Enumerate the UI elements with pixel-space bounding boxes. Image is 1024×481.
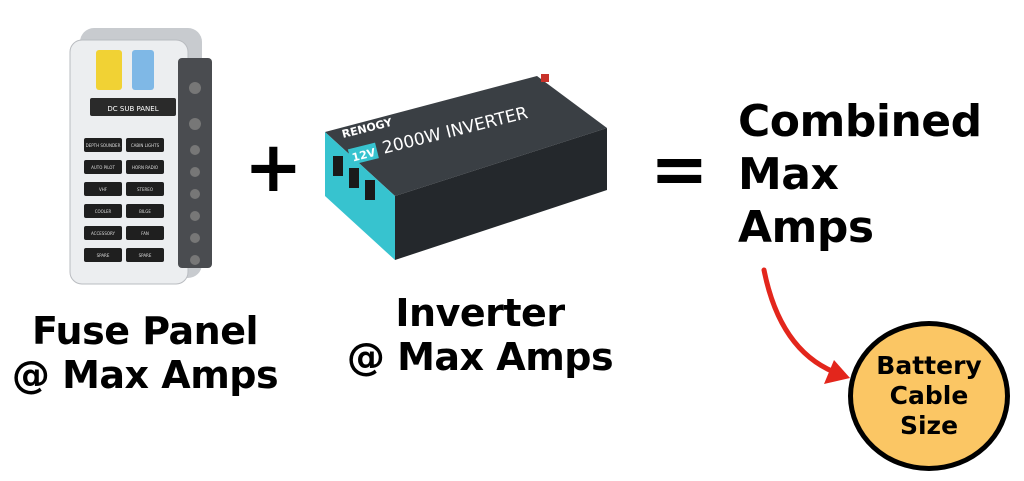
svg-text:BILGE: BILGE	[139, 209, 151, 214]
fuse-slot-1: DEPTH SOUNDER	[84, 138, 122, 152]
combined-max-amps-label: Combined Max Amps	[738, 96, 982, 254]
svg-text:ACCESSORY: ACCESSORY	[91, 231, 116, 236]
svg-text:FAN: FAN	[141, 231, 149, 236]
fuse-slot-10: FAN	[126, 226, 164, 240]
svg-text:AUTO PILOT: AUTO PILOT	[91, 165, 115, 170]
inverter-caption-line1: Inverter	[395, 291, 565, 335]
inverter-voltage: 12V	[351, 146, 378, 164]
result-line1: Combined	[738, 96, 982, 147]
svg-text:SPARE: SPARE	[139, 253, 152, 258]
inverter-caption-line2: @ Max Amps	[346, 334, 614, 379]
svg-text:DEPTH SOUNDER: DEPTH SOUNDER	[86, 143, 121, 148]
fuse-slot-5: VHF	[84, 182, 122, 196]
equals-sign: =	[650, 128, 709, 210]
terminal-screws	[189, 82, 201, 265]
result-line3: Amps	[738, 201, 874, 253]
inverter-outlets	[333, 156, 375, 200]
inverter-image: RENOGY 12V 2000W INVERTER	[325, 74, 607, 260]
svg-text:CABIN LIGHTS: CABIN LIGHTS	[131, 143, 160, 148]
fuse-panel-image: DC SUB PANEL DEPTH SOUNDER CABIN LIGHTS …	[69, 28, 212, 285]
svg-text:VHF: VHF	[99, 187, 108, 192]
fuse-slot-9: ACCESSORY	[84, 226, 122, 240]
battery-cable-size-circle: Battery Cable Size	[848, 321, 1010, 471]
fuse-panel-caption: Fuse Panel @ Max Amps	[0, 309, 290, 397]
fuse-slot-11: SPARE	[84, 248, 122, 262]
svg-text:HORN RADIO: HORN RADIO	[132, 165, 158, 170]
fuse-slot-12: SPARE	[126, 248, 164, 262]
svg-text:COOLER: COOLER	[95, 209, 112, 214]
fuse-panel-caption-line2: @ Max Amps	[11, 352, 279, 397]
fuse-slot-7: COOLER	[84, 204, 122, 218]
result-line2: Max	[738, 148, 839, 200]
fuse-slot-8: BILGE	[126, 204, 164, 218]
svg-text:SPARE: SPARE	[97, 253, 110, 258]
battery-cable-size-label: Battery Cable Size	[876, 351, 982, 440]
fuse-slot-6: STEREO	[126, 182, 164, 196]
fuse-slot-2: CABIN LIGHTS	[126, 138, 164, 152]
inverter-caption: Inverter @ Max Amps	[300, 291, 660, 379]
red-arrow	[761, 267, 850, 384]
fuse-panel-title: DC SUB PANEL	[107, 105, 158, 113]
fuse-panel-caption-line1: Fuse Panel	[31, 309, 259, 353]
plus-sign: +	[244, 126, 303, 208]
fuse-slot-4: HORN RADIO	[126, 160, 164, 174]
fuse-slot-grid: DEPTH SOUNDER CABIN LIGHTS AUTO PILOT HO…	[84, 138, 164, 262]
fuse-slot-3: AUTO PILOT	[84, 160, 122, 174]
svg-text:STEREO: STEREO	[137, 187, 153, 192]
